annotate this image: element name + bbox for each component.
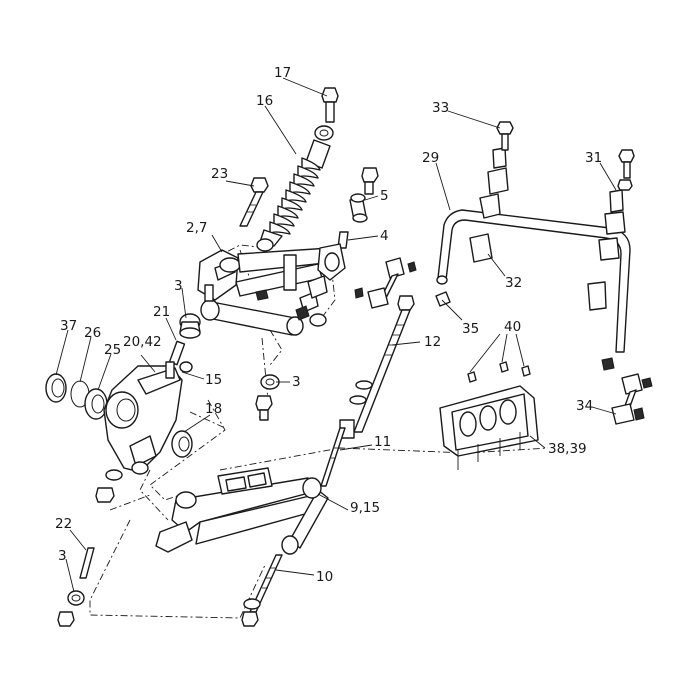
callout-31: 31 xyxy=(585,150,602,166)
callout-34: 34 xyxy=(576,398,593,414)
callout-21: 21 xyxy=(153,304,170,320)
stabilizer-bar xyxy=(436,121,635,371)
knuckle-hub xyxy=(45,340,193,503)
leader-lines xyxy=(55,77,617,593)
callout-12: 12 xyxy=(424,334,441,350)
callout-10: 10 xyxy=(316,569,333,585)
callout-20-42: 20,42 xyxy=(123,334,162,350)
callout-35: 35 xyxy=(462,321,479,337)
callout-22: 22 xyxy=(55,516,72,532)
bolt-5 xyxy=(337,167,379,249)
callout-3-lower: 3 xyxy=(58,548,67,564)
bolt-23 xyxy=(239,177,269,227)
callout-37: 37 xyxy=(60,318,77,334)
callout-26: 26 xyxy=(84,325,101,341)
bushing-3-upper xyxy=(179,313,201,339)
callout-33: 33 xyxy=(432,100,449,116)
callout-3-middle: 3 xyxy=(292,374,301,390)
callout-3-upper: 3 xyxy=(174,278,183,294)
callout-18: 18 xyxy=(205,401,222,417)
bolt-10 xyxy=(241,554,283,627)
callout-17: 17 xyxy=(274,65,291,81)
callout-2-7: 2,7 xyxy=(186,220,207,236)
guard-plate xyxy=(439,361,539,470)
upper-control-arm xyxy=(197,243,346,336)
shock-absorber xyxy=(256,87,339,252)
callout-11: 11 xyxy=(374,434,391,450)
callout-labels: 17 16 23 5 2,7 4 33 29 31 32 35 3 21 37 … xyxy=(55,65,602,585)
callout-15: 15 xyxy=(205,372,222,388)
stabilizer-link-35 xyxy=(354,257,451,309)
long-bolt-12 xyxy=(339,295,415,439)
callout-25: 25 xyxy=(104,342,121,358)
pin-22-stack xyxy=(57,547,95,627)
callout-40: 40 xyxy=(504,319,521,335)
callout-29: 29 xyxy=(422,150,439,166)
callout-16: 16 xyxy=(256,93,273,109)
callout-4: 4 xyxy=(380,228,389,244)
callout-9-15: 9,15 xyxy=(350,500,380,516)
callout-38-39: 38,39 xyxy=(548,441,587,457)
stabilizer-link-34 xyxy=(611,373,653,425)
lower-control-arm xyxy=(155,427,346,555)
callout-5: 5 xyxy=(380,188,389,204)
nut-stack-3-middle xyxy=(255,374,280,421)
callout-23: 23 xyxy=(211,166,228,182)
callout-32: 32 xyxy=(505,275,522,291)
